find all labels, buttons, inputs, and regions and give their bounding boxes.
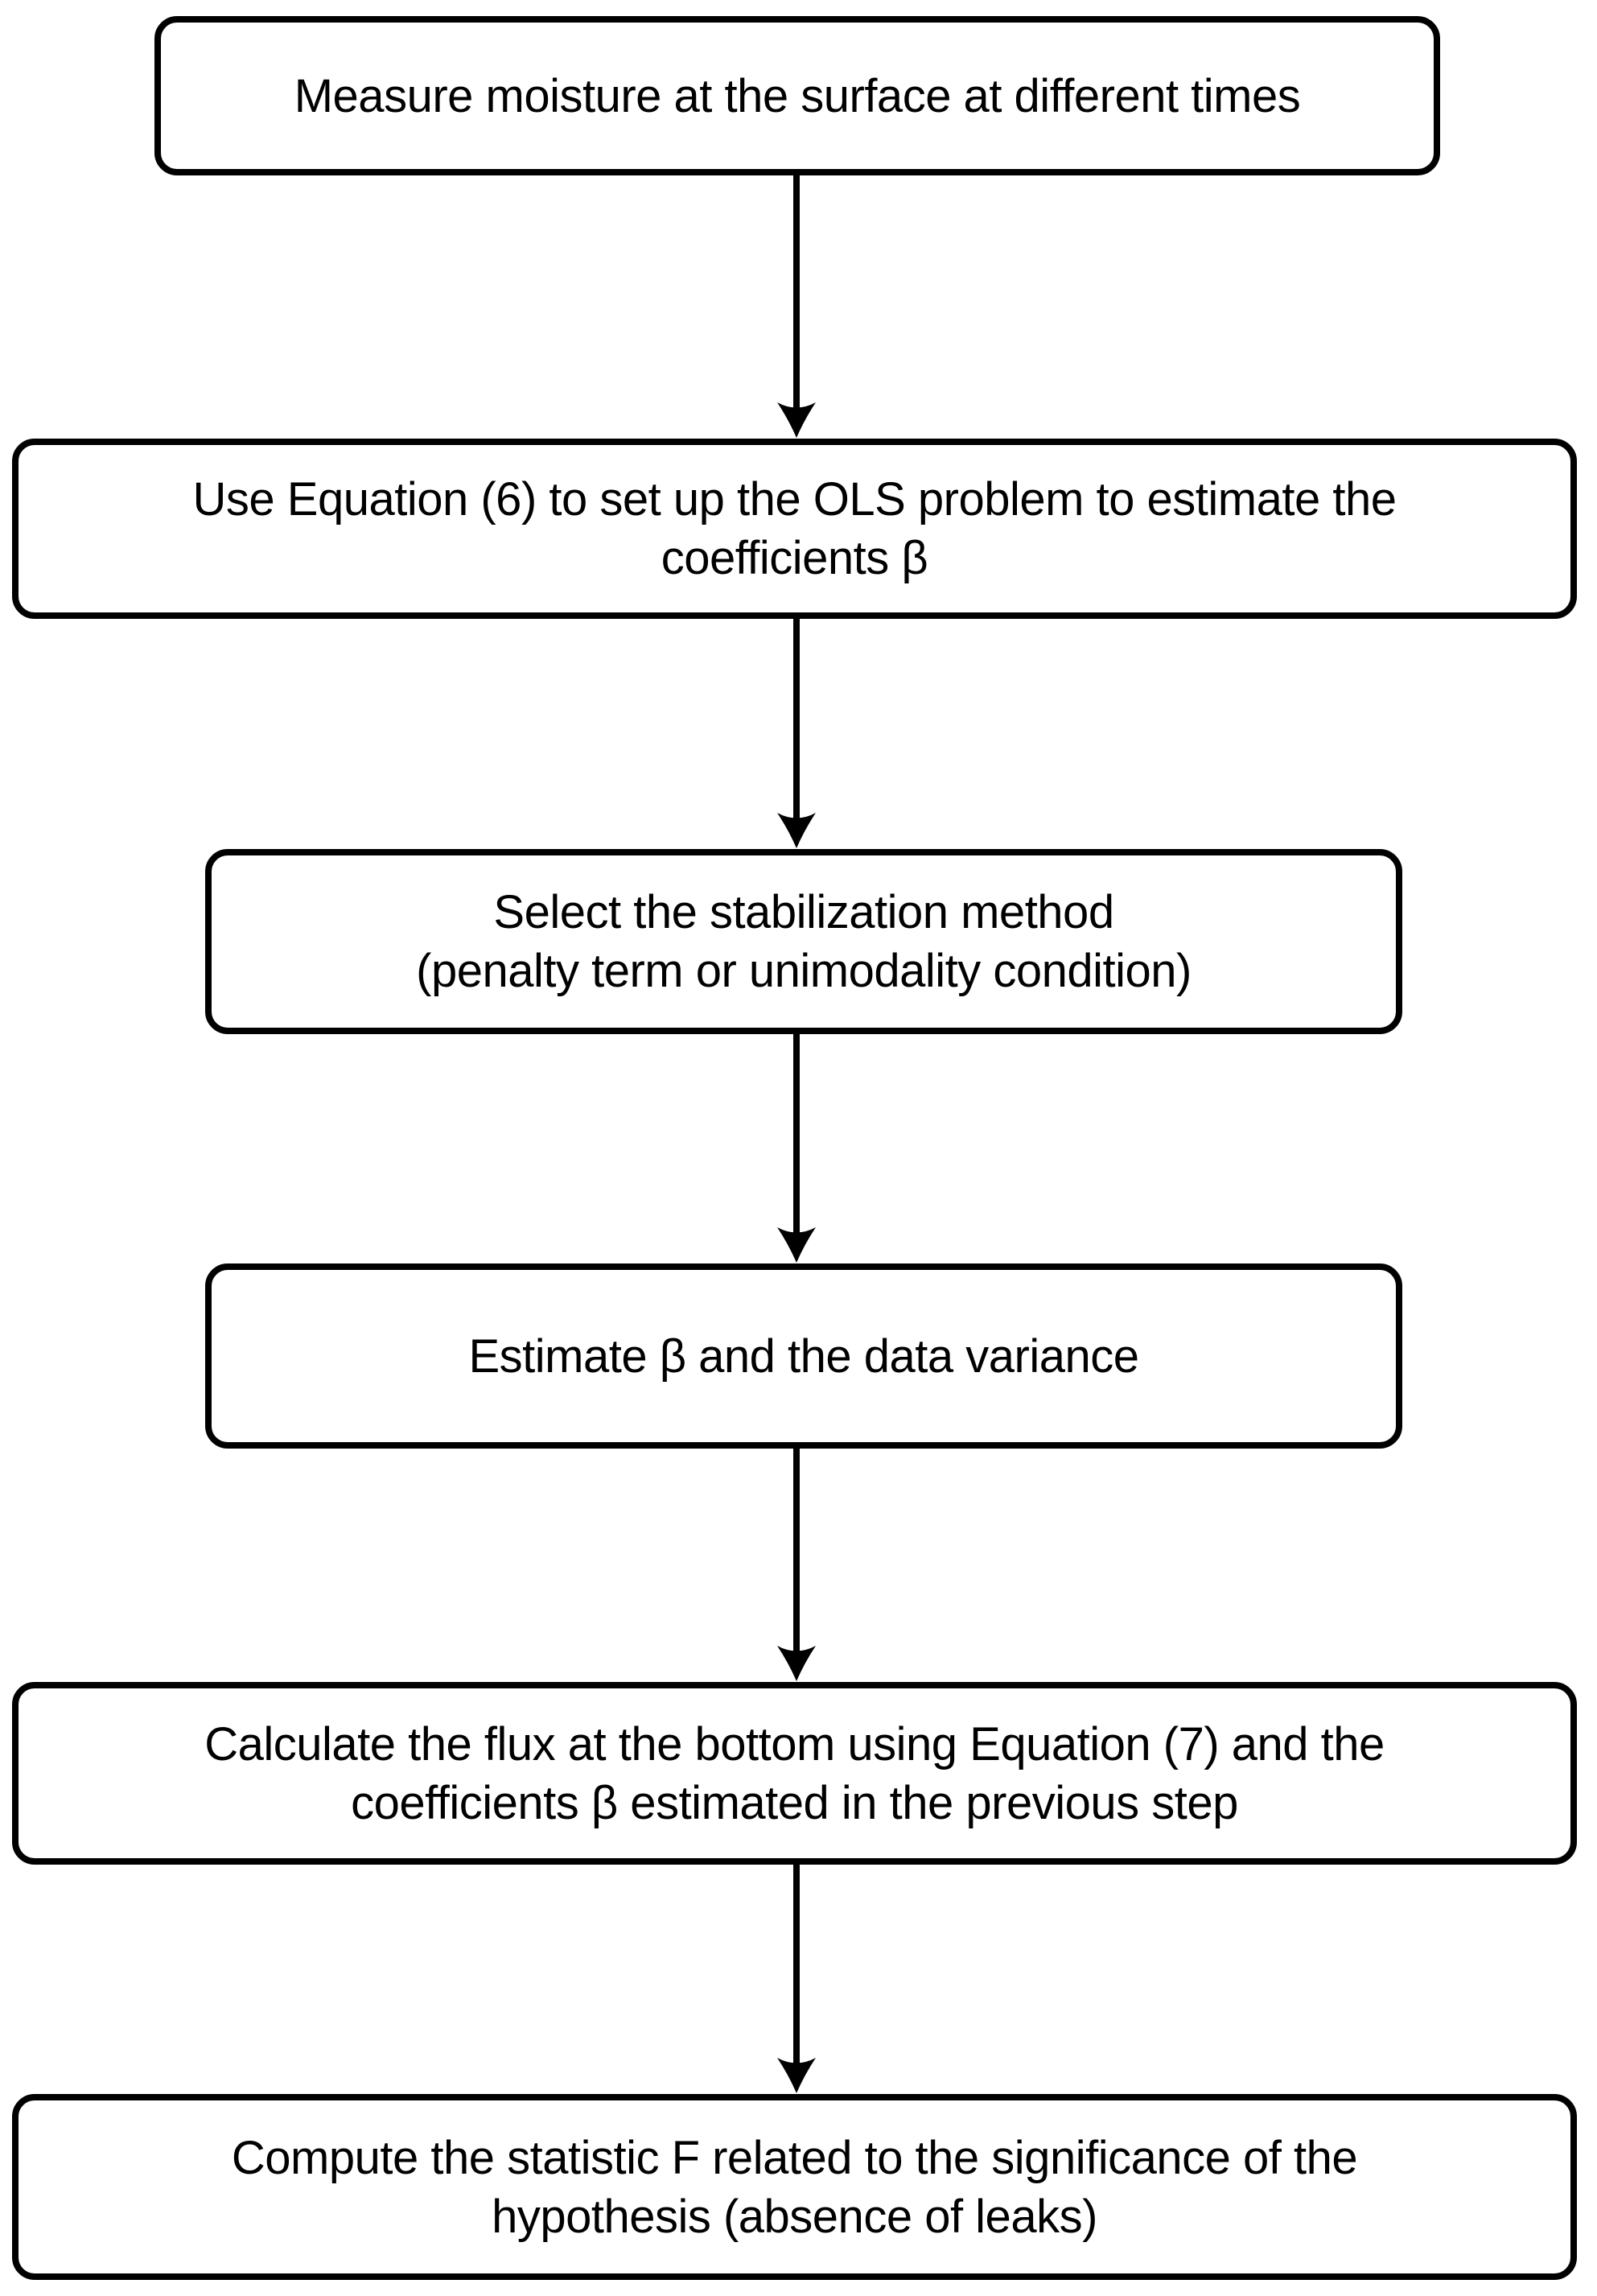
flow-step-estimate-beta: Estimate β and the data variance xyxy=(205,1263,1402,1449)
arrowhead-icon xyxy=(777,402,816,438)
flow-step-stabilization-method: Select the stabilization method (penalty… xyxy=(205,849,1402,1034)
flow-step-label: Estimate β and the data variance xyxy=(468,1329,1139,1383)
arrowhead-icon xyxy=(777,1646,816,1681)
flow-step-ols-setup: Use Equation (6) to set up the OLS probl… xyxy=(12,439,1577,619)
flow-step-label: Compute the statistic F related to the s… xyxy=(231,2131,1358,2243)
arrow-shaft xyxy=(793,1034,800,1236)
flow-step-label: Measure moisture at the surface at diffe… xyxy=(294,69,1301,122)
flow-step-calculate-flux: Calculate the flux at the bottom using E… xyxy=(12,1682,1577,1865)
arrow-shaft xyxy=(793,619,800,822)
arrow-down-icon xyxy=(777,1449,816,1682)
arrowhead-icon xyxy=(777,2058,816,2093)
flow-step-label: Calculate the flux at the bottom using E… xyxy=(204,1717,1385,1829)
arrow-down-icon xyxy=(777,1034,816,1263)
arrow-down-icon xyxy=(777,1865,816,2094)
flow-step-measure-moisture: Measure moisture at the surface at diffe… xyxy=(154,16,1440,175)
arrowhead-icon xyxy=(777,1227,816,1263)
arrow-down-icon xyxy=(777,175,816,439)
arrowhead-icon xyxy=(777,813,816,848)
arrow-shaft xyxy=(793,175,800,411)
flow-step-label: Select the stabilization method (penalty… xyxy=(416,886,1192,997)
arrow-shaft xyxy=(793,1865,800,2067)
flow-step-label: Use Equation (6) to set up the OLS probl… xyxy=(192,473,1397,584)
arrow-shaft xyxy=(793,1449,800,1655)
flow-step-compute-statistic: Compute the statistic F related to the s… xyxy=(12,2094,1577,2280)
arrow-down-icon xyxy=(777,619,816,849)
